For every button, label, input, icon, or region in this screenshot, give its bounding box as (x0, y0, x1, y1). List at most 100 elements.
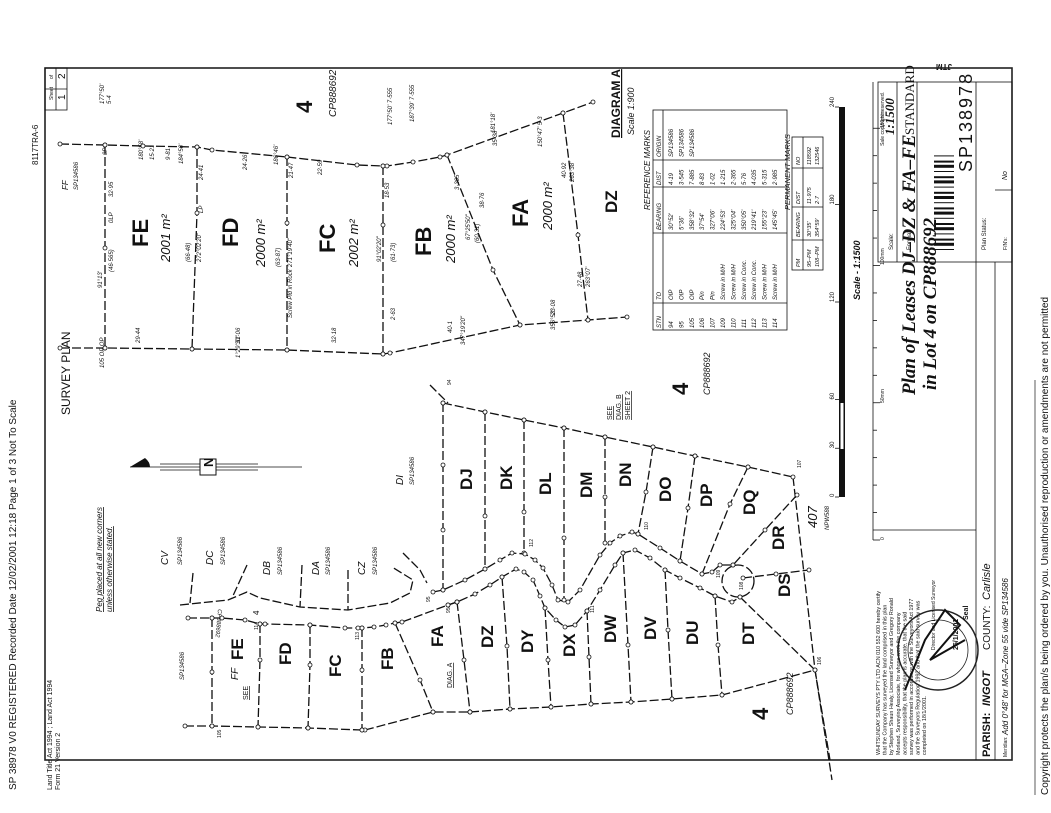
table-cell: 11·975 (807, 186, 813, 204)
lot-label: FB (378, 647, 397, 670)
survey-mark (677, 558, 683, 564)
diagram-a-title: DIAGRAM A (609, 69, 623, 138)
dimension: (63·87) (276, 248, 282, 267)
lot-label: FA (508, 199, 533, 227)
survey-mark (549, 582, 555, 588)
ruler-label: 150mm (880, 111, 886, 128)
dimension: 35·38 (493, 130, 499, 146)
survey-mark (507, 706, 513, 712)
diag-b-link[interactable]: DIAG. B (616, 394, 623, 420)
survey-mark (530, 577, 536, 583)
dimension: 67°25'50" (466, 213, 472, 240)
table-header: BEARING (657, 203, 663, 230)
table-header: DIST (657, 170, 663, 185)
survey-mark (585, 317, 591, 323)
table-header: DIST (796, 191, 802, 204)
dimension: 24·26 (243, 154, 249, 171)
dimension: 2·63 (391, 307, 397, 321)
survey-mark (499, 574, 505, 580)
scale-bar-label: Scale - 1:1500 (852, 240, 862, 300)
survey-mark (482, 513, 488, 519)
survey-mark (445, 602, 451, 608)
table-cell: Screw in M/H (721, 264, 727, 300)
dimension: 29·44 (136, 327, 142, 344)
survey-mark (440, 400, 446, 406)
peg-note: unless otherwise stated. (105, 526, 114, 612)
lot-label: FC (315, 224, 340, 253)
survey-mark (697, 585, 703, 591)
lot-label: FC (326, 654, 345, 677)
survey-mark (540, 565, 546, 571)
plan-format: STANDARD (902, 65, 917, 135)
neighbour-plan: SP134586 (74, 161, 80, 190)
dimension: 105 OP OP (100, 338, 106, 368)
survey-mark (380, 351, 386, 357)
neighbour-lot: DI (395, 475, 406, 485)
survey-mark (399, 619, 405, 625)
table-cell: 95–PM (807, 249, 813, 267)
reference-marks-table: REFERENCE MARKS STNTOBEARINGDISTORIGIN94… (643, 109, 788, 331)
survey-mark (255, 724, 261, 730)
permanent-marks-table: PERMANENT MARKS PMBEARINGDISTNO95–PM30°3… (783, 134, 824, 271)
road-boundary-lower (188, 601, 458, 629)
parish-label: PARISH: (981, 713, 993, 757)
dimension: 184°50' (179, 143, 185, 164)
plan-number: CP888692 (702, 352, 712, 395)
survey-mark (712, 593, 718, 599)
station-number: 110 (644, 522, 650, 530)
sheet-label: Sheet (49, 86, 55, 100)
certificate-line: accepts responsibility, that the plan is… (902, 612, 908, 755)
scale-tick-label: 60 (830, 392, 836, 399)
survey-mark (730, 562, 736, 568)
table-cell: 2·365 (731, 169, 737, 186)
dimension: 356°53' (551, 309, 557, 330)
station-number: 109 (716, 569, 722, 578)
survey-mark (602, 494, 608, 500)
station-number: 95a (446, 604, 452, 613)
permanent-marks-title: PERMANENT MARKS (783, 134, 792, 210)
survey-mark (209, 723, 215, 729)
dimension: 15·21 (150, 145, 156, 160)
sheet-box: Sheet of 1 2 (44, 67, 68, 111)
table-cell: Screw in M/H (731, 264, 737, 300)
diagram-a-scale: Scale 1:900 (626, 87, 636, 135)
survey-mark (665, 627, 671, 633)
station-number: 94 (447, 379, 453, 385)
survey-mark (513, 566, 519, 572)
table-cell: 109 (721, 317, 727, 328)
survey-mark (812, 667, 818, 673)
peg-note: Peg placed at all new corners (95, 507, 104, 612)
dimension: 91°13' (98, 270, 104, 288)
ruler-label: 50mm (880, 389, 886, 403)
lot-label: DQ (740, 490, 759, 516)
seal-label: Seal (963, 606, 970, 620)
survey-mark (487, 582, 493, 588)
survey-mark (482, 409, 488, 415)
station-number: 113 (355, 632, 361, 640)
table-header: TO (657, 291, 663, 300)
survey-mark (677, 575, 683, 581)
see-note: SEE (243, 686, 250, 700)
diag-a-link[interactable]: DIAG. A (447, 662, 454, 688)
survey-mark (699, 571, 705, 577)
survey-plan-title: SURVEY PLAN (59, 331, 73, 415)
sheet-2-link[interactable]: SHEET 2 (625, 391, 632, 420)
table-cell: 94 (669, 321, 675, 328)
lot-label: DX (560, 633, 579, 657)
diagram-a: FE 2001 m² FD 2000 m² FC 2002 m² FB 2000… (57, 69, 636, 368)
survey-mark (806, 567, 812, 573)
neighbour-plan: SP134586 (326, 546, 332, 575)
survey-mark (102, 345, 108, 351)
survey-mark (522, 551, 528, 557)
table-cell: SP134586 (690, 128, 696, 157)
lot-number: 4 (668, 382, 693, 395)
survey-mark (461, 657, 467, 663)
survey-mark (284, 347, 290, 353)
table-cell: Screw in M/H (773, 264, 779, 300)
table-cell: 2·985 (773, 169, 779, 186)
neighbour-lot: FF (61, 179, 70, 190)
survey-mark (607, 540, 613, 546)
road-boundary-north (432, 531, 733, 603)
dimension: 3·365 (455, 174, 461, 190)
survey-mark (709, 569, 715, 575)
